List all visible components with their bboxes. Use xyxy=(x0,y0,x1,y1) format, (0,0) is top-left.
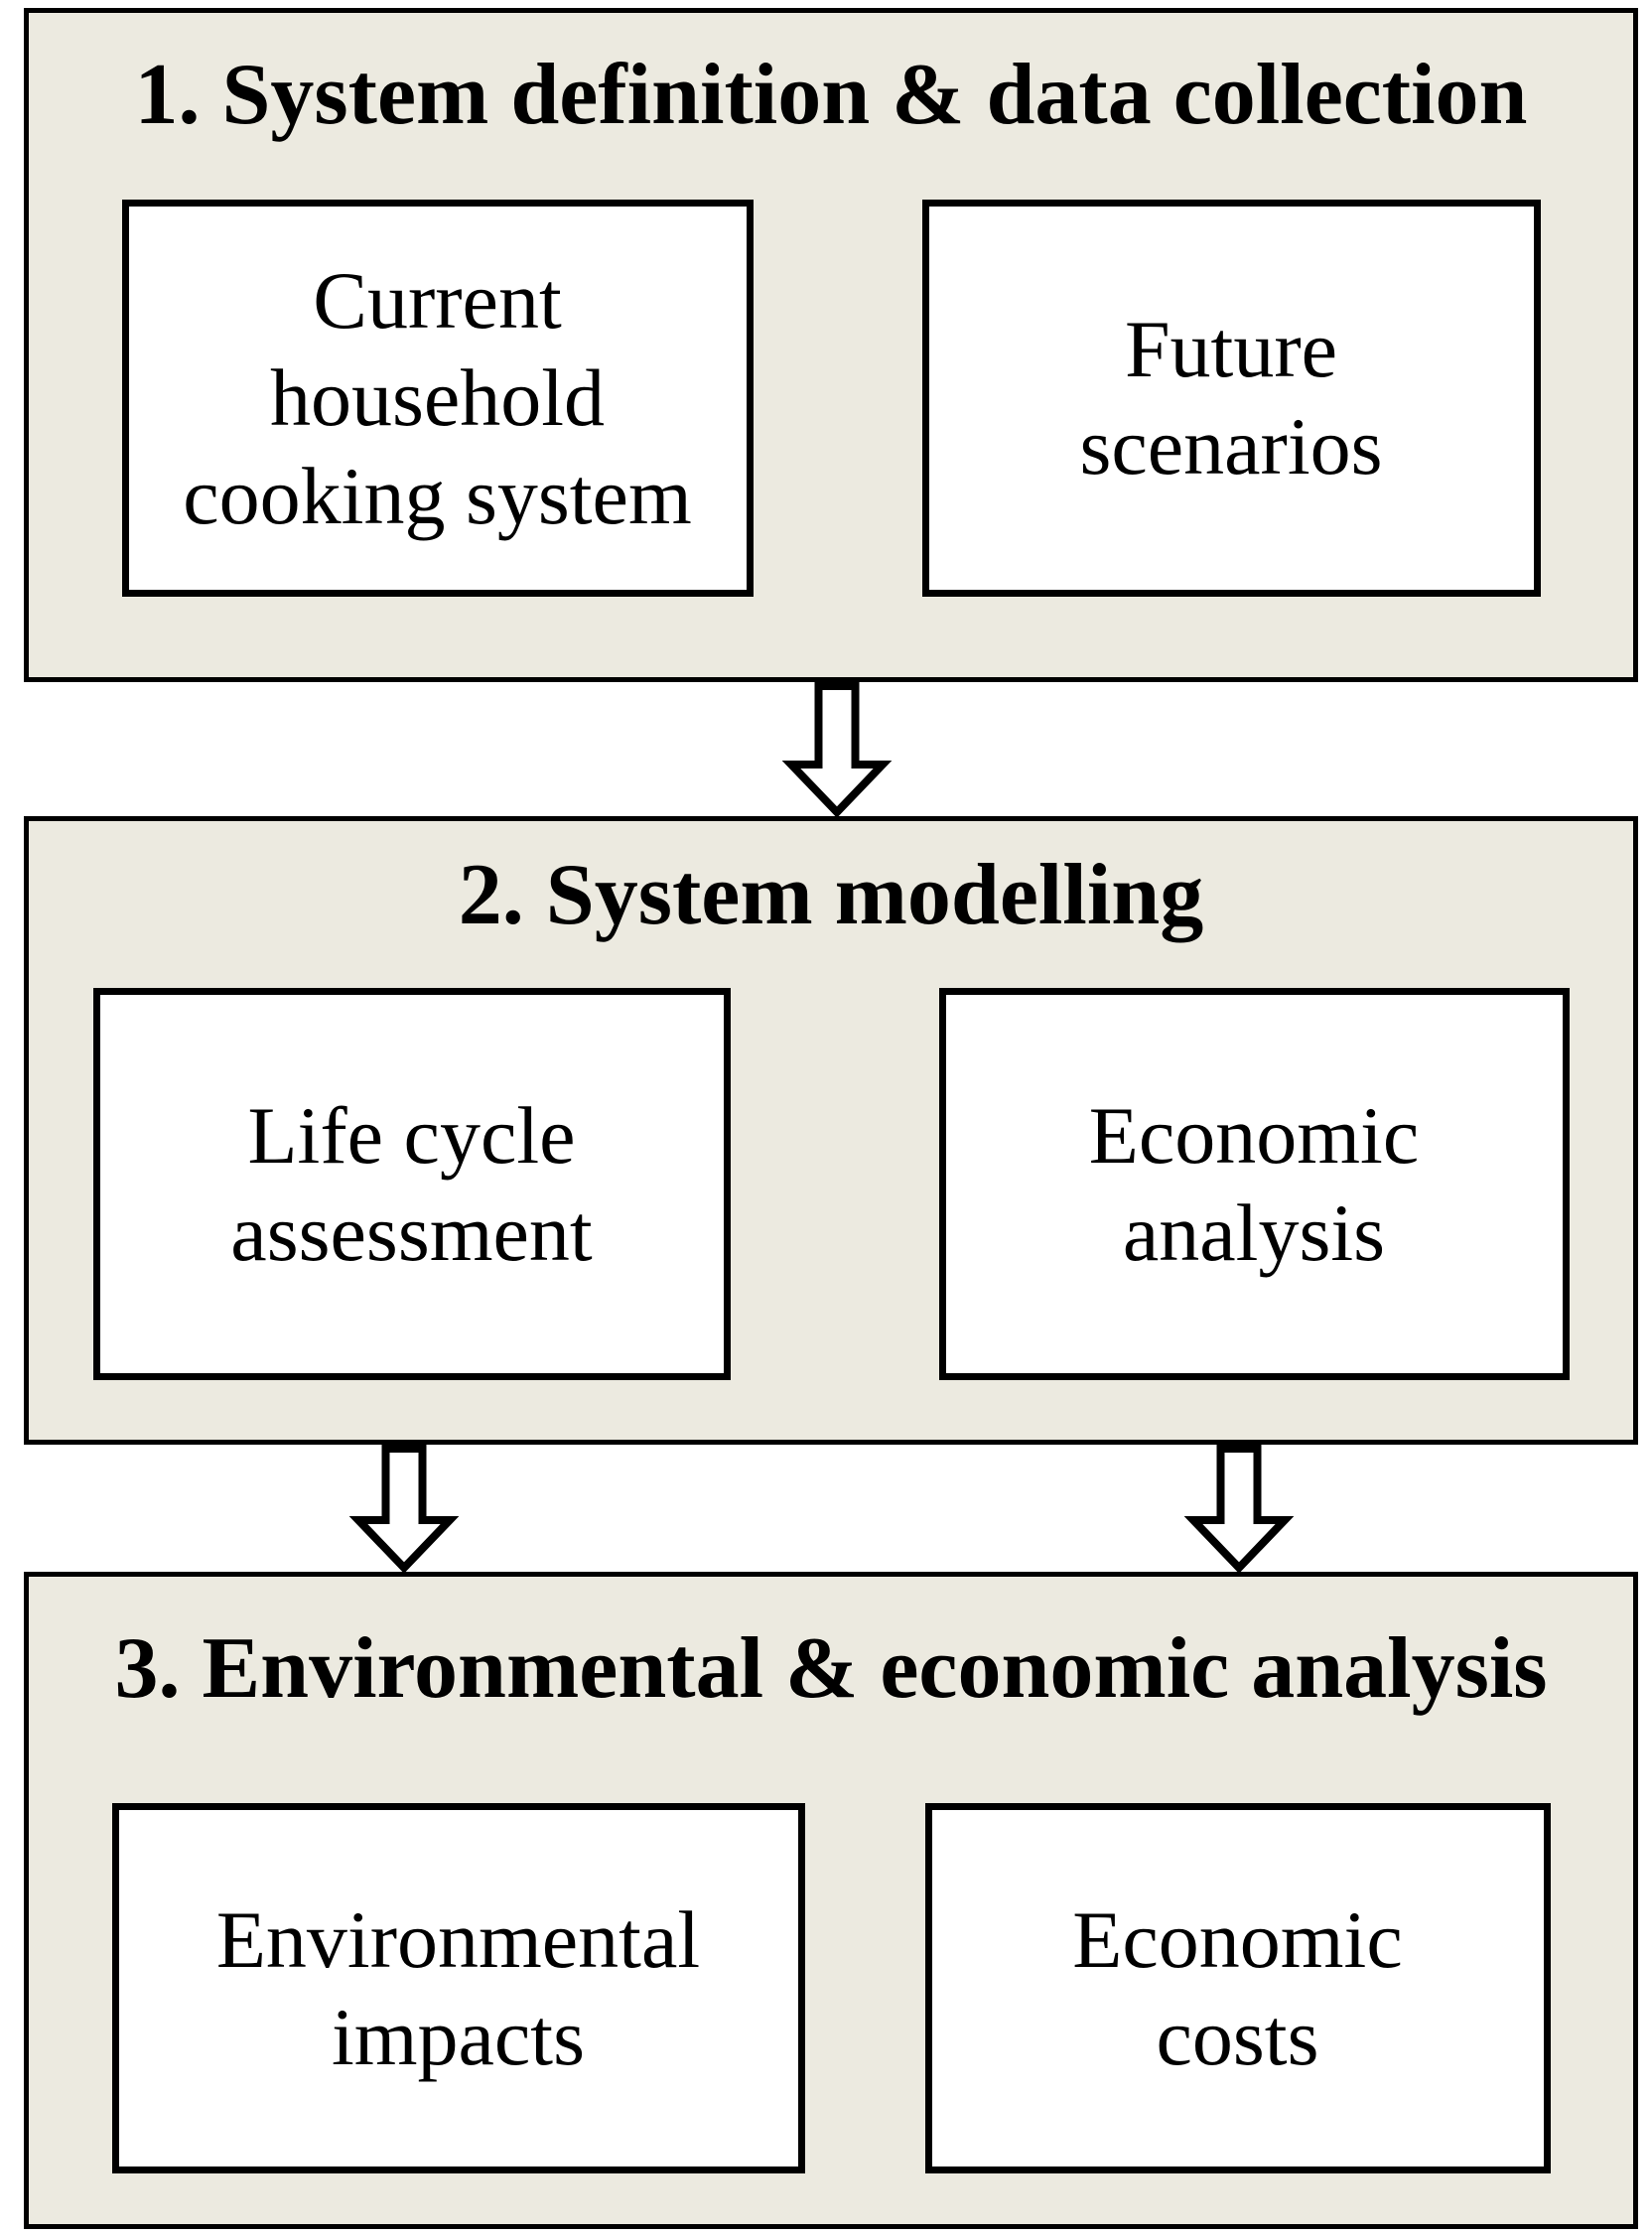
stage-3-boxes-row: Environmental impacts Economic costs xyxy=(29,1803,1633,2174)
box-current-household-cooking-system: Current household cooking system xyxy=(121,200,754,598)
stage-1-section: 1. System definition & data collection C… xyxy=(24,8,1638,682)
box-life-cycle-assessment: Life cycle assessment xyxy=(92,988,731,1381)
box-economic-costs: Economic costs xyxy=(924,1803,1551,2174)
down-arrow-icon xyxy=(1183,1445,1295,1574)
stage-3-section: 3. Environmental & economic analysis Env… xyxy=(24,1572,1638,2229)
down-arrow-icon xyxy=(348,1445,460,1574)
arrow-row-stage1-to-stage2 xyxy=(24,682,1638,818)
box-economic-costs-label: Economic costs xyxy=(1072,1893,1403,2082)
stage-3-title: 3. Environmental & economic analysis xyxy=(114,1620,1548,1717)
stage-2-section: 2. System modelling Life cycle assessmen… xyxy=(24,816,1638,1445)
down-arrow-icon xyxy=(781,682,893,818)
box-current-household-cooking-system-label: Current household cooking system xyxy=(183,254,692,541)
arrow-stage1-to-stage2 xyxy=(781,682,893,818)
box-economic-analysis-label: Economic analysis xyxy=(1088,1089,1420,1278)
stage-1-title: 1. System definition & data collection xyxy=(134,47,1528,143)
stage-2-boxes-row: Life cycle assessment Economic analysis xyxy=(29,988,1633,1381)
box-life-cycle-assessment-label: Life cycle assessment xyxy=(230,1089,593,1278)
box-environmental-impacts: Environmental impacts xyxy=(111,1803,805,2174)
stage-1-boxes-row: Current household cooking system Future … xyxy=(29,200,1633,598)
box-future-scenarios-label: Future scenarios xyxy=(1079,304,1383,492)
box-environmental-impacts-label: Environmental impacts xyxy=(215,1893,701,2082)
box-economic-analysis: Economic analysis xyxy=(938,988,1570,1381)
arrow-stage2-to-stage3-left xyxy=(348,1445,460,1574)
box-future-scenarios: Future scenarios xyxy=(921,200,1541,598)
arrow-row-stage2-to-stage3 xyxy=(24,1445,1638,1574)
arrow-stage2-to-stage3-right xyxy=(1183,1445,1295,1574)
stage-2-title: 2. System modelling xyxy=(458,847,1204,943)
